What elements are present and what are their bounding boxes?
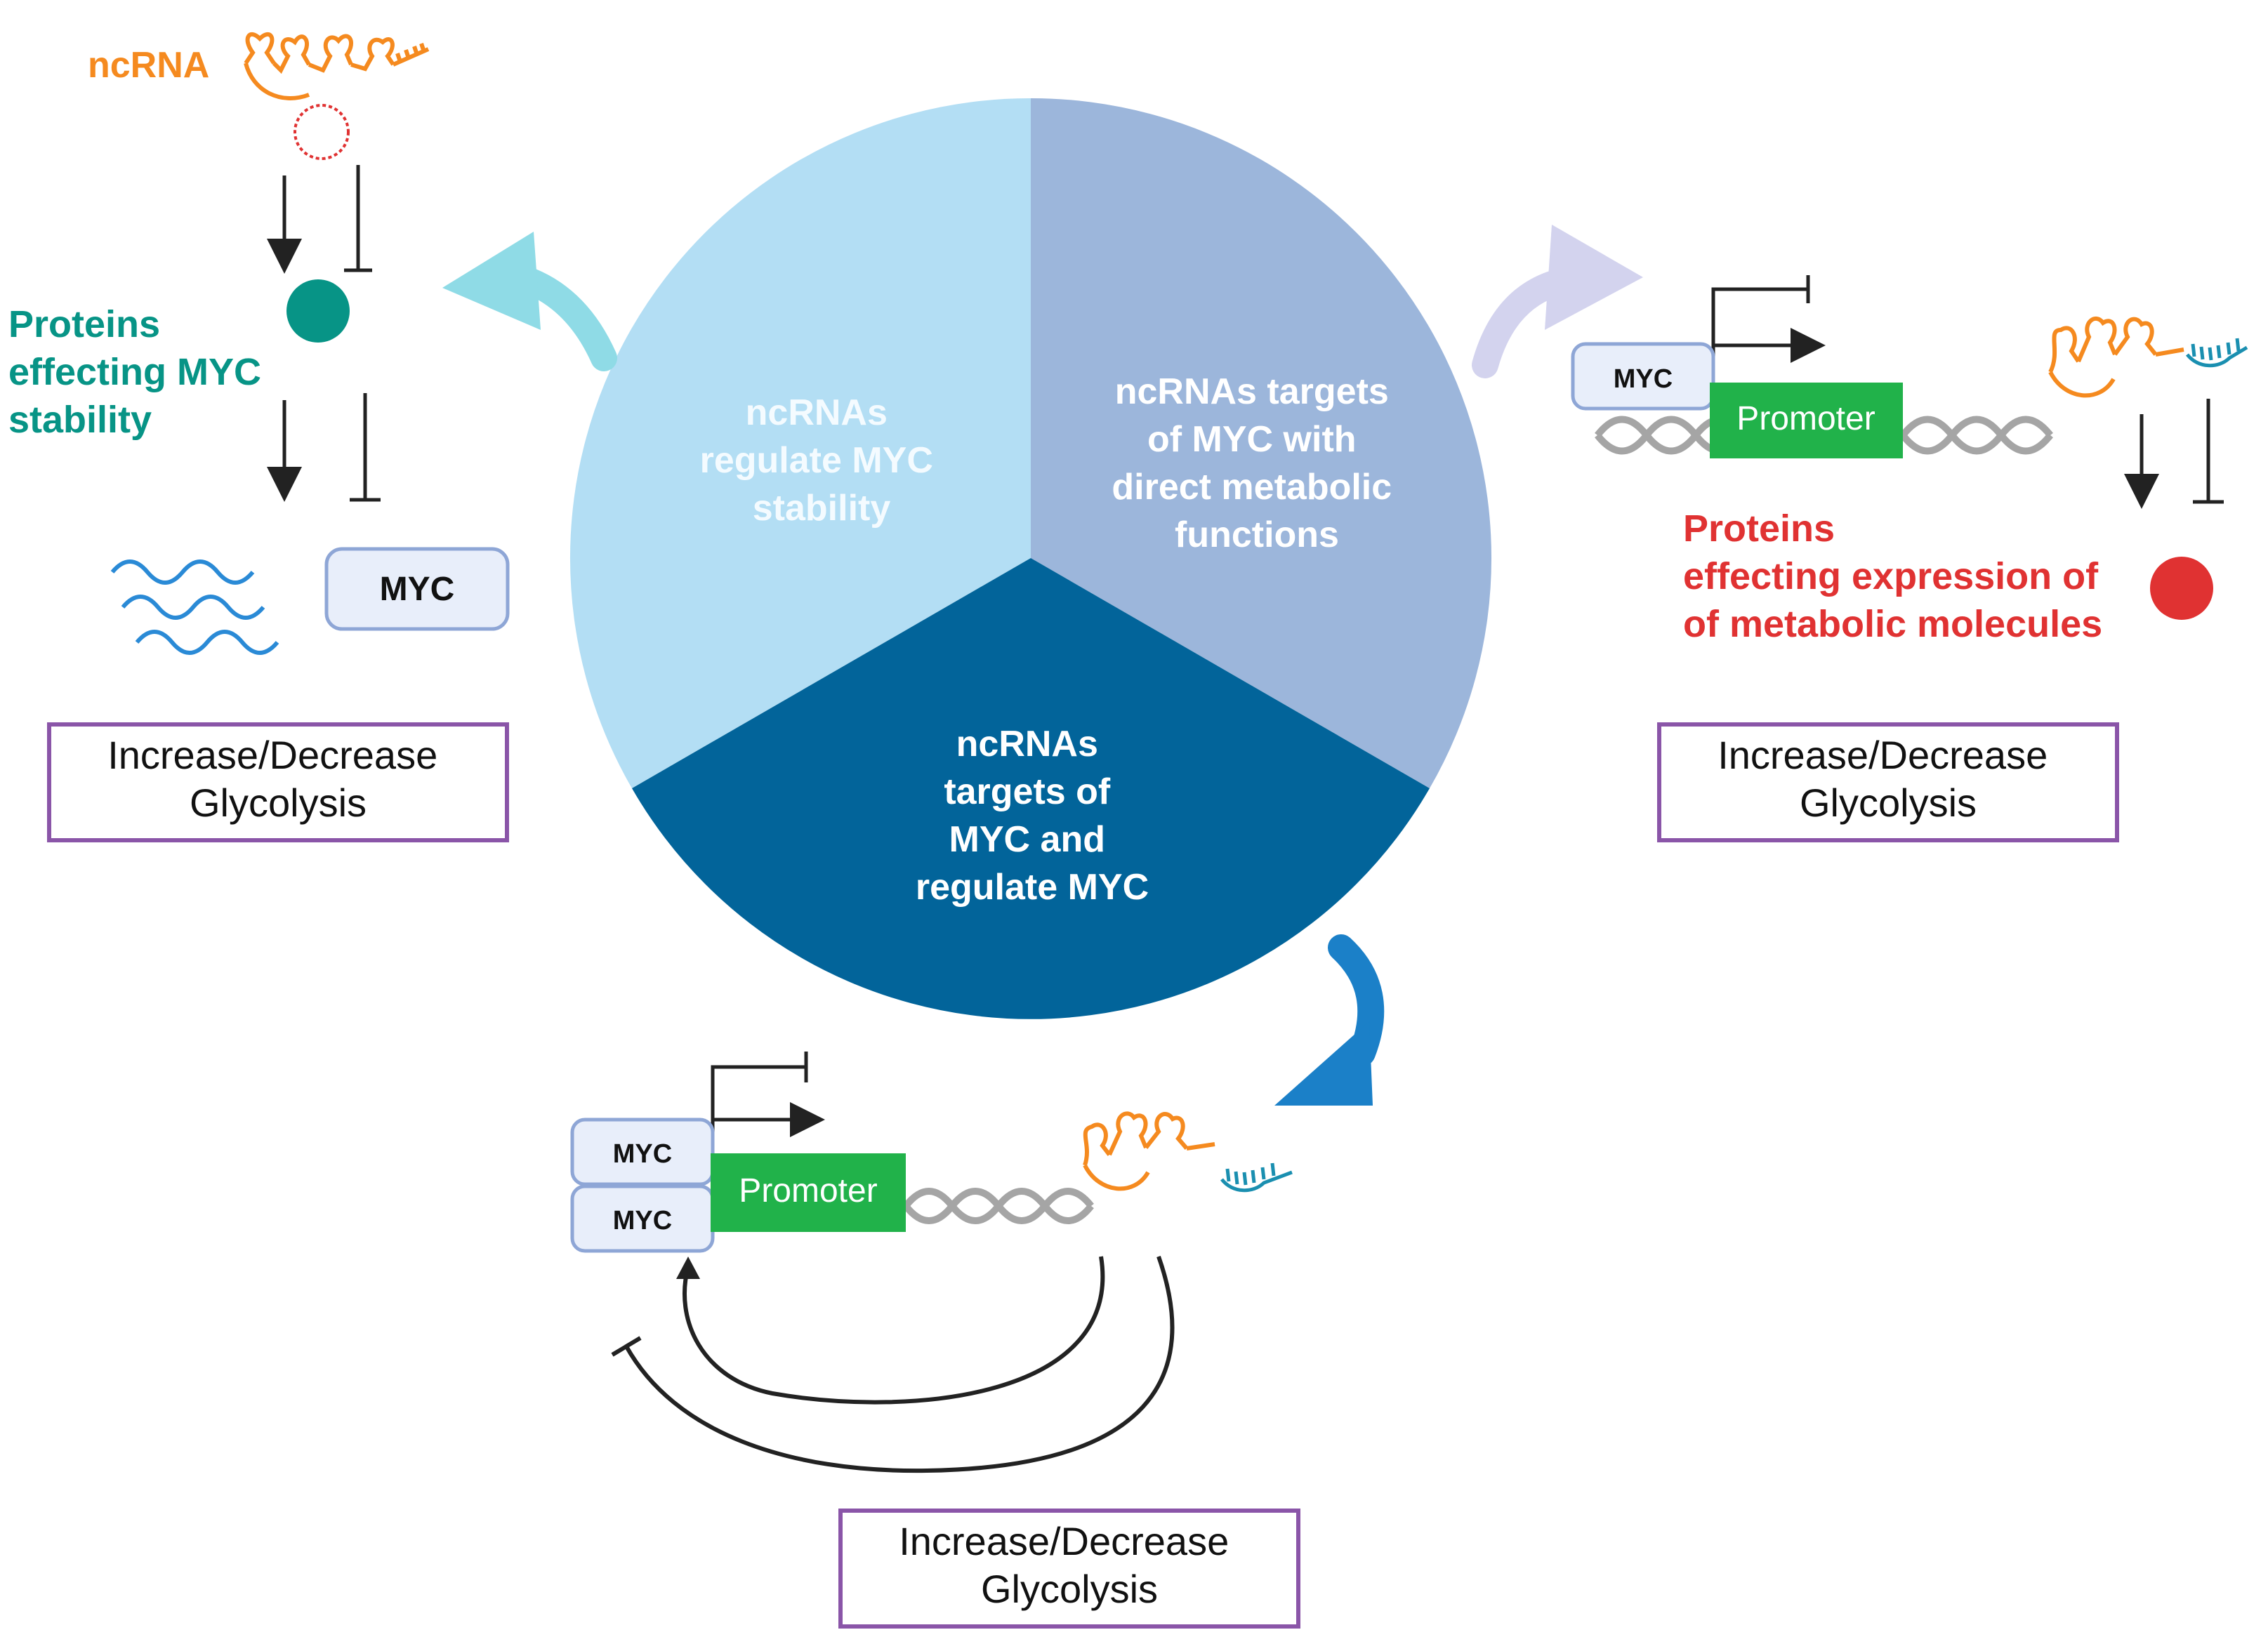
feedback-inhibition-loop xyxy=(611,1256,1175,1473)
myc-label: MYC xyxy=(380,571,455,608)
inhibition-arrow-1 xyxy=(344,165,372,272)
promoter-label: Promoter xyxy=(1736,400,1875,437)
inhibition-arrow xyxy=(2193,399,2224,504)
ncrna-hairpin-icon xyxy=(244,32,430,100)
myc-protein-box xyxy=(1571,342,1715,411)
ncrna-hairpin-icon xyxy=(2048,317,2184,398)
segment-label-bottom: ncRNAs targets of MYC and regulate MYC xyxy=(916,724,1149,908)
transcription-start-icon xyxy=(711,1052,825,1155)
glycolysis-result-box xyxy=(1657,722,2119,842)
inhibition-arrow-2 xyxy=(350,393,381,502)
stability-protein-icon xyxy=(286,279,350,343)
feedback-activation-loop xyxy=(676,1256,1105,1405)
myc-protein-box xyxy=(324,547,510,631)
glycolysis-result-text: Increase/Decrease Glycolysis xyxy=(899,1519,1240,1611)
glycolysis-result-text: Increase/Decrease Glycolysis xyxy=(1718,733,2059,825)
degraded-protein-icon xyxy=(294,104,350,160)
ncrna-label: ncRNA xyxy=(88,45,209,86)
myc-protein-box-upper xyxy=(570,1118,715,1186)
segment-regulate-myc-stability xyxy=(569,98,1031,789)
right-panel: MYC Promoter Proteins effecting expressi… xyxy=(1571,275,2248,842)
arrow-to-bottom-panel xyxy=(1274,934,1385,1106)
metabolic-protein-label: Proteins effecting expression of of meta… xyxy=(1683,508,2109,645)
myc-label-lower: MYC xyxy=(613,1206,672,1235)
promoter-box xyxy=(711,1153,906,1232)
myc-label: MYC xyxy=(1614,364,1673,394)
promoter-label: Promoter xyxy=(739,1172,877,1209)
glycolysis-result-text: Increase/Decrease Glycolysis xyxy=(107,733,449,825)
ncrna-hairpin-icon xyxy=(1083,1111,1215,1191)
segment-targets-metabolic-functions xyxy=(1031,98,1492,789)
ncrna-target-icon xyxy=(1220,1162,1293,1193)
myc-label-upper: MYC xyxy=(613,1139,672,1169)
left-panel: ncRNA Proteins effecting MYC stability xyxy=(8,32,510,842)
dna-helix-icon xyxy=(903,1188,1094,1224)
mrna-wave-icon xyxy=(110,559,279,655)
central-pie: ncRNAs regulate MYC stability ncRNAs tar… xyxy=(569,98,1492,1019)
arrow-to-left-panel xyxy=(442,232,617,371)
segment-label-top-left: ncRNAs regulate MYC stability xyxy=(700,392,944,529)
metabolic-protein-icon xyxy=(2150,557,2213,620)
stability-protein-label: Proteins effecting MYC stability xyxy=(8,303,272,441)
segment-label-top-right: ncRNAs targets of MYC with direct metabo… xyxy=(1112,371,1402,555)
arrow-to-right-panel xyxy=(1472,225,1643,378)
glycolysis-result-box xyxy=(838,1509,1300,1629)
segment-targets-and-regulate-myc xyxy=(632,558,1430,1019)
transcription-start-icon xyxy=(1711,275,1826,379)
glycolysis-result-box xyxy=(47,722,509,842)
promoter-box xyxy=(1710,383,1903,458)
bottom-panel: MYC MYC Promoter Increase/Decrease Glyc xyxy=(570,1052,1300,1629)
ncrna-target-icon xyxy=(2186,338,2248,368)
